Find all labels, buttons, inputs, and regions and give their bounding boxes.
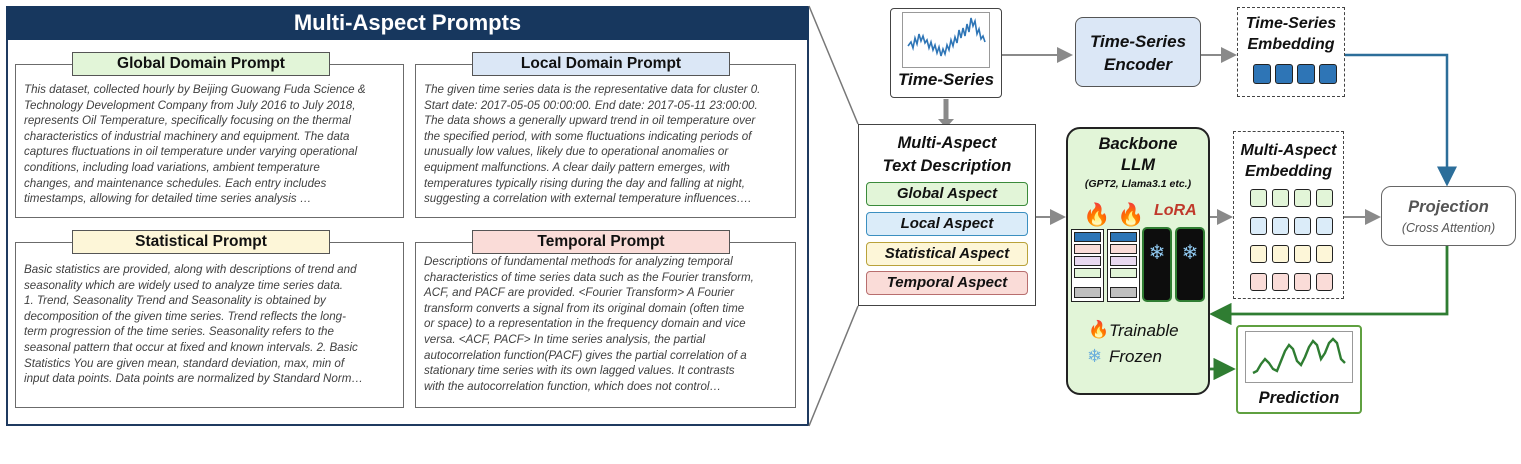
adapter-block [1074,232,1101,242]
adapter-block [1110,287,1137,298]
projection-box [1381,186,1516,246]
statistical-prompt-box [15,242,404,408]
statistical-prompt-text: Basic statistics are provided, along wit… [24,263,363,386]
local-prompt-box [415,64,796,218]
fire-icon: 🔥 [1117,202,1145,227]
temporal-prompt-text: Descriptions of fundamental methods for … [424,255,754,393]
ma-embedding-cell [1294,273,1311,291]
statistical-aspect-tag: Statistical Aspect [866,242,1028,266]
panel-title: Multi-Aspect Prompts [6,6,809,40]
ma-embedding-cell [1316,273,1333,291]
ma-embedding-cell [1316,189,1333,207]
adapter-block [1110,256,1137,266]
temporal-prompt-box [415,242,796,408]
ts-embedding-cell [1319,64,1337,84]
ts-embedding-cell [1275,64,1293,84]
time-series-label: Time-Series [897,70,995,89]
arrow-projection-backbone [1209,246,1449,326]
ma-embedding-cell [1272,245,1289,263]
local-prompt-title: Local Domain Prompt [472,52,730,76]
ma-embedding-cell [1316,245,1333,263]
ma-embedding-box [1233,131,1344,299]
ma-embedding-cell [1272,273,1289,291]
ts-embedding-cell [1253,64,1271,84]
ma-embedding-cell [1250,245,1267,263]
adapter-block [1074,268,1101,278]
adapter-block [1110,232,1137,242]
ma-embedding-cell [1250,189,1267,207]
snowflake-icon: ❄ [1087,346,1103,366]
statistical-prompt-title: Statistical Prompt [72,230,330,254]
fire-icon: 🔥 [1083,202,1111,227]
frozen-layer-column [1142,227,1172,302]
adapter-block [1074,256,1101,266]
local-prompt-text: The given time series data is the repres… [424,83,761,206]
temporal-aspect-tag: Temporal Aspect [866,271,1028,295]
ma-embedding-cell [1272,189,1289,207]
ma-embedding-cell [1272,217,1289,235]
ma-embedding-cell [1316,217,1333,235]
projection-sublabel: (Cross Attention) [1401,221,1496,235]
adapter-block [1110,268,1137,278]
lora-label: LoRA [1154,202,1197,219]
ma-embedding-cell [1250,217,1267,235]
snowflake-icon: ❄ [1181,242,1199,264]
local-aspect-tag: Local Aspect [866,212,1028,236]
snowflake-icon: ❄ [1148,242,1166,264]
fire-icon: 🔥 [1088,320,1110,339]
temporal-prompt-title: Temporal Prompt [472,230,730,254]
adapter-block [1074,244,1101,254]
ma-embedding-cell [1294,189,1311,207]
frozen-layer-column [1175,227,1205,302]
arrow-ts-mat-head [938,119,954,128]
ma-embedding-cell [1294,245,1311,263]
prediction-plot-icon [1245,331,1353,383]
time-series-plot-icon [902,12,990,68]
zoom-line-top [808,5,859,125]
projection-label: Projection [1408,198,1489,216]
frozen-legend-label: Frozen [1109,347,1162,366]
ma-embedding-cell [1294,217,1311,235]
arrow-tsembed-projection [1345,53,1457,187]
prediction-label: Prediction [1258,389,1340,407]
zoom-line-bottom [808,305,859,427]
ts-embedding-cell [1297,64,1315,84]
global-prompt-title: Global Domain Prompt [72,52,330,76]
adapter-block [1074,287,1101,298]
encoder-box [1075,17,1201,87]
trainable-legend-label: Trainable [1109,321,1179,340]
global-prompt-text: This dataset, collected hourly by Beijin… [24,83,366,206]
adapter-block [1110,244,1137,254]
backbone-models-label: (GPT2, Llama3.1 etc.) [1084,178,1192,190]
global-aspect-tag: Global Aspect [866,182,1028,206]
ma-embedding-cell [1250,273,1267,291]
